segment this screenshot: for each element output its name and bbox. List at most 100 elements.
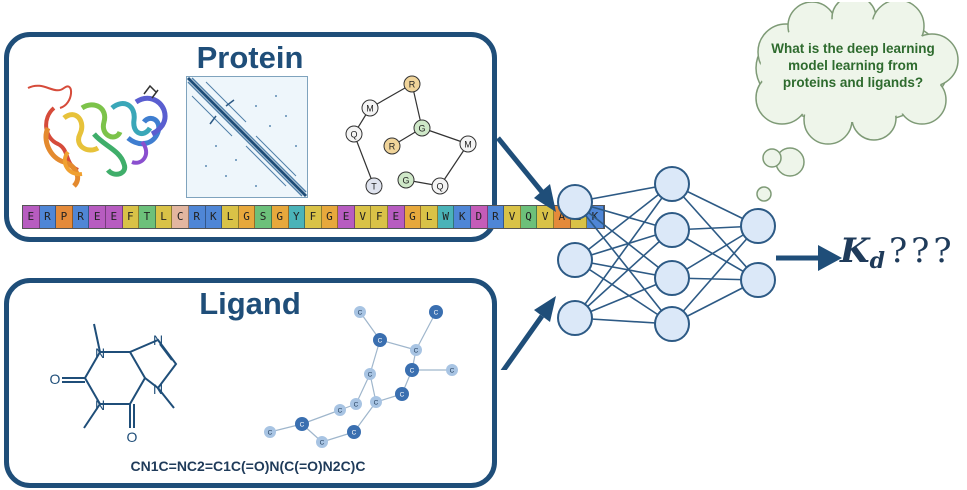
ligand-atom (405, 363, 419, 377)
residue-node (413, 119, 431, 137)
neuron (654, 306, 690, 342)
sequence-residue: T (139, 206, 156, 228)
ligand-atom-label: C (410, 368, 415, 375)
sequence-residue: C (172, 206, 189, 228)
protein-to-network-arrow (496, 136, 544, 194)
ligand-structure: N N N N O O (50, 323, 178, 445)
kd-question-marks: ??? (888, 231, 956, 271)
ligand-atom-label: C (434, 310, 439, 317)
atom-n2: N (153, 332, 163, 348)
sequence-residue: G (238, 206, 256, 228)
residue-node-label: T (371, 182, 377, 192)
atom-o1: O (50, 371, 61, 387)
residue-node (383, 137, 401, 155)
sequence-residue: E (23, 206, 40, 228)
residue-node (431, 177, 449, 195)
ligand-atom (334, 404, 346, 416)
sequence-residue: V (504, 206, 521, 228)
residue-node-label: G (418, 124, 425, 134)
sequence-residue: K (454, 206, 472, 228)
residue-node (459, 135, 477, 153)
atom-o2: O (127, 429, 138, 445)
residue-edge (353, 133, 375, 187)
ligand-atom-label: C (378, 338, 383, 345)
residue-node-label: G (402, 176, 409, 186)
sequence-residue: E (388, 206, 405, 228)
sequence-residue: F (305, 206, 322, 228)
residue-node (403, 75, 421, 93)
sequence-residue: V (354, 206, 372, 228)
sequence-residue: L (421, 206, 438, 228)
ligand-atom-label: C (354, 402, 359, 409)
residue-node (345, 125, 363, 143)
ligand-panel (4, 278, 497, 488)
ligand-atom (446, 364, 458, 376)
residue-node-label: Q (436, 182, 443, 192)
ligand-atom (395, 387, 409, 401)
atom-n4: N (95, 397, 105, 413)
ligand-bond (415, 311, 437, 351)
sequence-residue: R (39, 206, 57, 228)
protein-arrow-head (534, 184, 556, 212)
ligand-atom (410, 344, 422, 356)
sequence-residue: G (404, 206, 422, 228)
sequence-residue: L (155, 206, 173, 228)
ligand-title: Ligand (199, 286, 301, 321)
residue-node-label: M (366, 104, 374, 114)
ligand-atom (347, 425, 361, 439)
sequence-residue: S (255, 206, 272, 228)
ligand-atom-label: C (400, 392, 405, 399)
residue-node (365, 177, 383, 195)
ligand-atom-label: C (450, 368, 455, 375)
network-connection (574, 259, 673, 325)
residue-node-label: M (464, 140, 472, 150)
neuron (654, 212, 690, 248)
residue-node (361, 99, 379, 117)
sequence-residue: G (321, 206, 339, 228)
ligand-smiles: CN1C=NC2=C1C(=O)N(C(=O)N2C)C (130, 458, 366, 474)
ligand-atom (295, 417, 309, 431)
sequence-residue: D (471, 206, 488, 228)
thought-cloud (755, 2, 959, 202)
network-connection (574, 183, 673, 261)
ligand-atom-label: C (374, 400, 379, 407)
sequence-residue: W (437, 206, 455, 228)
neural-network (496, 136, 776, 370)
ligand-atom-label: C (320, 440, 325, 447)
ligand-atom (373, 333, 387, 347)
sequence-residue: E (338, 206, 355, 228)
protein-title: Protein (196, 40, 304, 75)
ligand-to-network-arrow (500, 314, 545, 370)
sequence-residue: L (222, 206, 239, 228)
ligand-arrow-head (534, 296, 556, 322)
residue-node-label: R (389, 142, 396, 152)
network-connection (574, 229, 673, 319)
ligand-atom (316, 436, 328, 448)
sequence-residue: R (188, 206, 206, 228)
output-arrow (776, 245, 842, 271)
sequence-residue: Y (288, 206, 306, 228)
sequence-residue: E (89, 206, 106, 228)
neuron (654, 166, 690, 202)
ligand-atom (370, 396, 382, 408)
network-connection (671, 183, 759, 281)
ligand-atom (354, 306, 366, 318)
sequence-residue: G (271, 206, 289, 228)
sequence-residue: E (105, 206, 123, 228)
kd-subscript: d (869, 248, 885, 274)
sequence-residue: V (537, 206, 554, 228)
sequence-residue: R (72, 206, 90, 228)
residue-node-label: R (409, 80, 416, 90)
sequence-residue: P (56, 206, 73, 228)
protein-ribbon-image (27, 84, 168, 188)
network-connection (574, 183, 673, 319)
kd-output: Kd??? (840, 231, 956, 274)
sequence-residue: K (205, 206, 223, 228)
thought-text: What is the deep learning model learning… (771, 41, 935, 90)
sequence-residue: F (122, 206, 140, 228)
ligand-atom-label: C (414, 348, 419, 355)
ligand-atom (264, 426, 276, 438)
network-connection (574, 201, 673, 325)
